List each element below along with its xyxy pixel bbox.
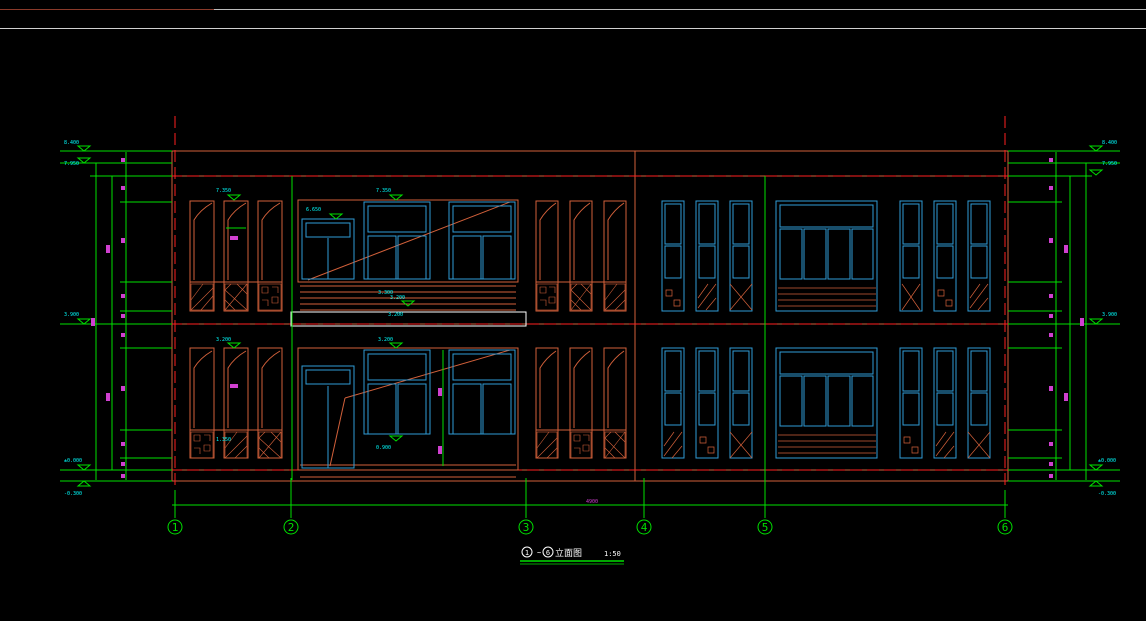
axis-dashed-lines: [170, 116, 1010, 500]
axis-bubbles: 1 2 3 4 5 6: [167, 519, 1013, 535]
svg-text:-0.300: -0.300: [64, 491, 82, 497]
hatched-panels: [190, 283, 626, 459]
svg-text:0.900: 0.900: [376, 445, 391, 451]
axis-bubble-6: 6: [997, 519, 1013, 535]
level-ground-right: ±0.000: [1088, 458, 1116, 471]
svg-text:3.200: 3.200: [378, 337, 393, 343]
svg-text:3.900: 3.900: [64, 312, 79, 318]
svg-text:5: 5: [762, 521, 769, 534]
level-outdoor-left: -0.300: [64, 480, 92, 497]
level-markers: 8.400 7.950 3.900 ±0.000 -0.300 8.400 7.…: [64, 140, 1117, 497]
entry-section: [290, 199, 527, 478]
svg-text:3.200: 3.200: [216, 337, 231, 343]
left-dimension-chain: [60, 150, 172, 482]
title-scale: 1:50: [604, 550, 621, 558]
right-dimension-chain: [1008, 150, 1120, 482]
svg-text:3.900: 3.900: [1102, 312, 1117, 318]
svg-text:4: 4: [641, 521, 648, 534]
svg-text:7.950: 7.950: [1102, 161, 1117, 167]
svg-text:8.400: 8.400: [1102, 140, 1117, 146]
right-wing-windows: [661, 200, 991, 459]
svg-text:1: 1: [172, 521, 179, 534]
window-level-marks: 7.350 6.650 7.350 3.300 3.200 3.200 3.20…: [216, 188, 416, 451]
svg-text:-0.300: -0.300: [1098, 491, 1116, 497]
right-wing-details: [663, 283, 991, 459]
inner-vertical-dims: [226, 176, 766, 480]
overall-dimension: 4900: [586, 499, 598, 505]
title-to-axis: 6: [546, 549, 550, 557]
level-roof-top-left: 8.400: [64, 140, 92, 152]
svg-text:3.200: 3.200: [390, 295, 405, 301]
drawing-title: 1 ~ 6 立面图 1:50: [520, 546, 624, 565]
title-label: 立面图: [555, 547, 582, 559]
axis-bubble-4: 4: [636, 519, 652, 535]
svg-text:2: 2: [288, 521, 295, 534]
level-ground-left: ±0.000: [64, 458, 92, 471]
axis-bubble-1: 1: [167, 519, 183, 535]
selected-canopy[interactable]: [290, 311, 527, 327]
command-line-rule: [0, 28, 1146, 29]
level-second-floor-right: 3.900: [1088, 312, 1117, 325]
svg-text:1.350: 1.350: [216, 437, 231, 443]
axis-bubble-5: 5: [757, 519, 773, 535]
svg-text:±0.000: ±0.000: [1098, 458, 1116, 464]
svg-text:3: 3: [523, 521, 530, 534]
drawing-tab-strip: [0, 0, 214, 10]
svg-text:7.350: 7.350: [376, 188, 391, 194]
level-second-floor-left: 3.900: [64, 312, 92, 325]
svg-text:3.300: 3.300: [378, 290, 393, 296]
svg-text:7.950: 7.950: [64, 161, 79, 167]
svg-text:3.200: 3.200: [388, 312, 403, 318]
top-rule: [214, 9, 1146, 10]
title-dash: ~: [537, 549, 541, 557]
level-roof-right: 7.950: [1088, 161, 1117, 176]
level-outdoor-right: -0.300: [1088, 480, 1116, 497]
svg-text:6.650: 6.650: [306, 207, 321, 213]
title-from-axis: 1: [525, 549, 529, 557]
level-roof-top-right: 8.400: [1088, 140, 1117, 152]
axis-bubble-2: 2: [283, 519, 299, 535]
svg-text:8.400: 8.400: [64, 140, 79, 146]
bottom-dimension-line: [172, 478, 1008, 518]
svg-text:7.350: 7.350: [216, 188, 231, 194]
axis-bubble-3: 3: [518, 519, 534, 535]
level-roof-left: 7.950: [64, 157, 92, 167]
left-wing-windows: [189, 200, 627, 459]
svg-text:6: 6: [1002, 521, 1009, 534]
dimension-numbers: [91, 158, 1084, 478]
svg-text:±0.000: ±0.000: [64, 458, 82, 464]
